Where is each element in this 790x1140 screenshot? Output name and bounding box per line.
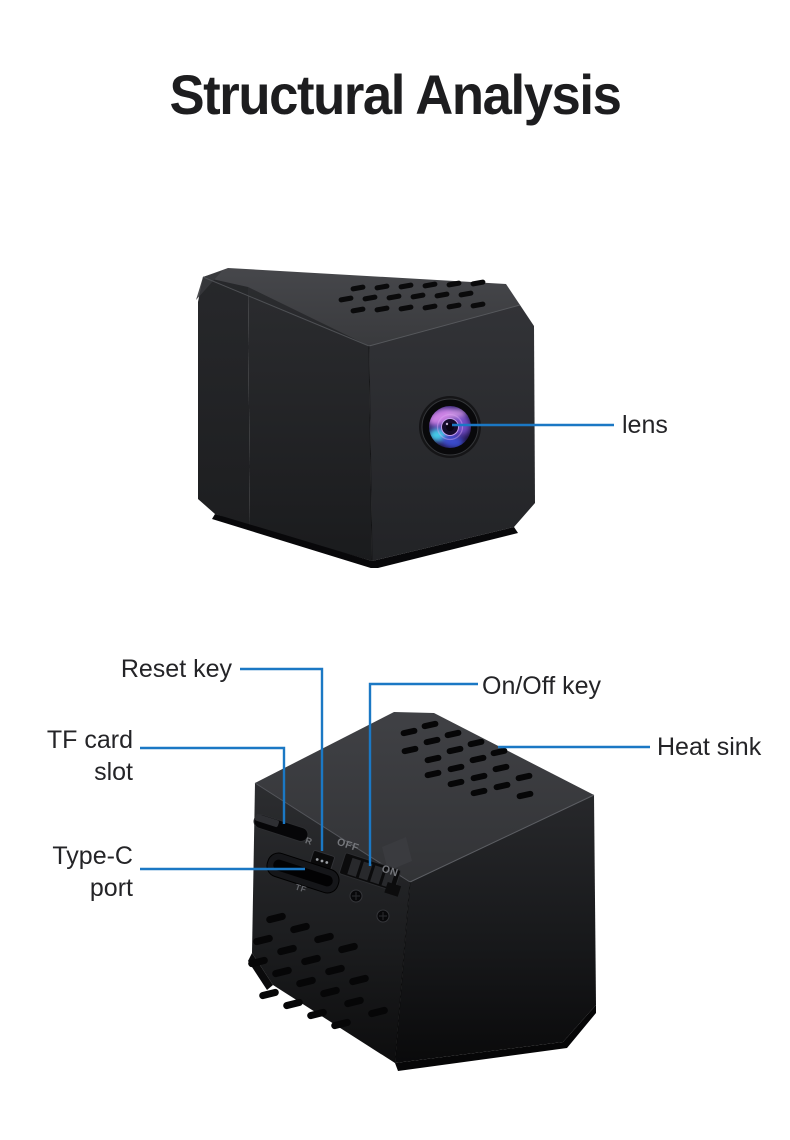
camera1-left-face	[248, 287, 372, 561]
label-tf-card-slot-line2: slot	[94, 758, 133, 786]
camera-body-front-view	[196, 268, 535, 568]
screw-bottom	[376, 909, 390, 923]
label-tf-card-slot-line1: TF card	[46, 726, 133, 754]
camera2-ports-face	[252, 783, 410, 1063]
on-off-key	[339, 852, 402, 897]
label-type-c-port-line2: port	[89, 874, 133, 902]
camera-lens	[419, 396, 481, 458]
label-on-off-key: On/Off key	[482, 672, 602, 700]
page-title: Structural Analysis	[169, 63, 621, 126]
camera1-bottom-edge	[212, 514, 518, 568]
camera-body-ports-view: R TF OFF ON	[247, 712, 596, 1071]
type-c-port	[266, 852, 340, 894]
camera-ports-view-image: R TF OFF ON	[247, 712, 596, 1071]
label-lens: lens	[622, 411, 668, 439]
screw-top	[349, 889, 363, 903]
label-tf-card-slot: TF card slot	[47, 724, 133, 788]
on-marking: ON	[380, 863, 400, 880]
camera-front-view-image	[196, 268, 535, 568]
label-heat-sink: Heat sink	[657, 733, 762, 761]
label-type-c-port: Type-C port	[52, 840, 133, 904]
tf-marking: TF	[294, 882, 308, 895]
camera1-left-chamfer-face	[198, 277, 250, 526]
label-type-c-port-line1: Type-C	[52, 842, 133, 870]
label-reset-key: Reset key	[120, 655, 232, 683]
camera2-right-face	[395, 795, 596, 1063]
